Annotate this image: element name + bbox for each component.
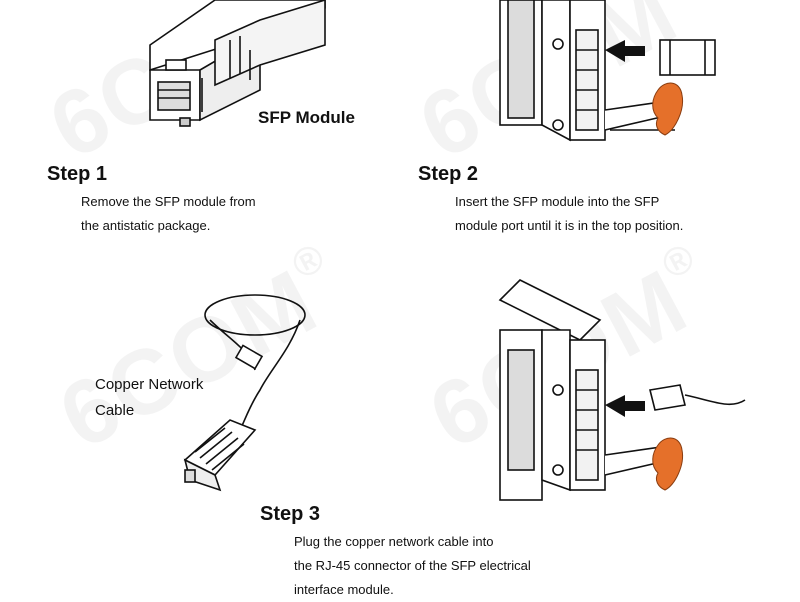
step-3-text: Plug the copper network cable into the R…: [294, 530, 531, 602]
switch-port-drawing: [499, 0, 716, 142]
step-3-line-3: interface module.: [294, 582, 394, 597]
sfp-module-caption: SFP Module: [258, 108, 355, 127]
step-2-line-1: Insert the SFP module into the SFP: [455, 194, 660, 209]
step-3-line-1: Plug the copper network cable into: [294, 534, 494, 549]
step-2-line-2: module port until it is in the top posit…: [455, 218, 684, 233]
copper-cable-label: Copper Network Cable: [95, 372, 203, 424]
insert-arrow-icon: [605, 40, 645, 62]
latch-icon: [652, 82, 684, 136]
step-2-text: Insert the SFP module into the SFP modul…: [455, 190, 683, 238]
insert-arrow-icon: [605, 395, 645, 417]
copper-cable-label-line-2: Cable: [95, 402, 135, 419]
step-2-title: Step 2: [418, 163, 479, 185]
copper-cable-drawing: [183, 294, 306, 492]
copper-cable-label-line-1: Copper Network: [95, 376, 204, 393]
step-3-title: Step 3: [260, 503, 321, 525]
switch-port-drawing: [498, 279, 746, 501]
step-1-title: Step 1: [47, 163, 108, 185]
latch-icon: [652, 437, 684, 491]
step-3-line-2: the RJ-45 connector of the SFP electrica…: [294, 558, 531, 573]
step-1-line-1: Remove the SFP module from: [81, 194, 256, 209]
sfp-module-drawing: [149, 0, 326, 127]
step-1-line-2: the antistatic package.: [81, 218, 211, 233]
step-1-text: Remove the SFP module from the antistati…: [81, 190, 256, 238]
